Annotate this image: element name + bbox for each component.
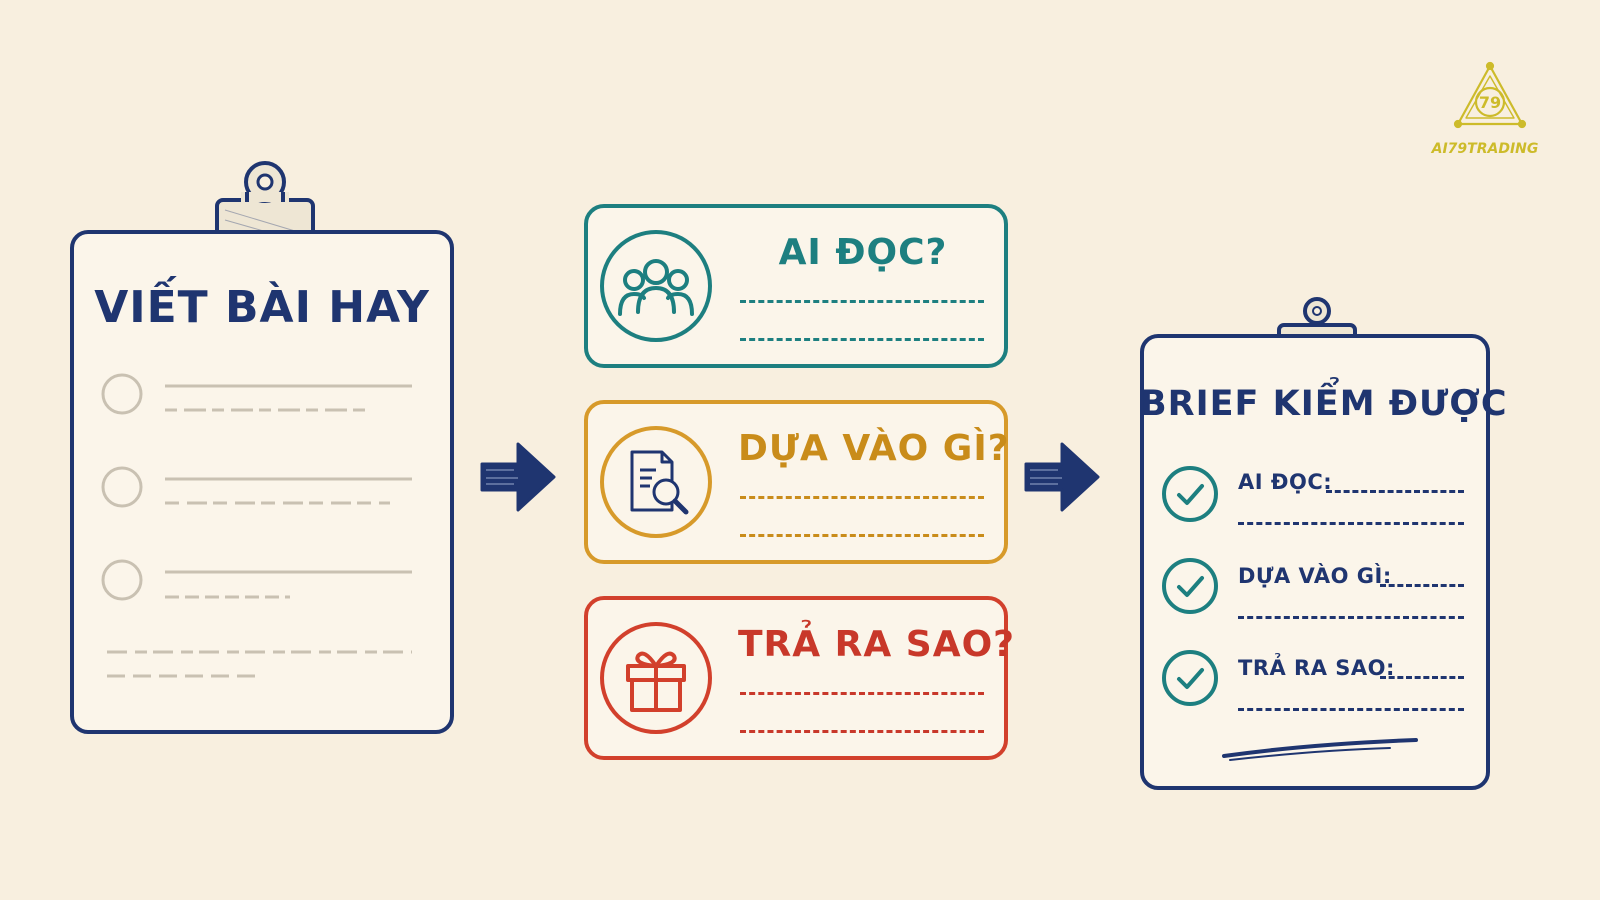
logo-text: AI79TRADING [1431,141,1539,157]
answer-blank [1380,584,1464,587]
brief-clipboard-title: BRIEF KIỂM ĐƯỢC [1140,384,1508,424]
signature-stroke [1229,747,1391,761]
answer-blank [1380,676,1464,679]
checkmark-icon [1162,466,1218,522]
answer-blank [740,730,984,733]
arrow-right-icon [480,442,556,512]
answer-blank [1238,708,1464,711]
gift-icon [600,622,712,734]
answer-blank [740,496,984,499]
question-card-based-on: DỰA VÀO GÌ? [584,400,1010,564]
people-group-icon [600,230,712,342]
answer-blank [740,534,984,537]
question-card-who-reads: AI ĐỌC? [584,204,1008,368]
answer-blank [740,692,984,695]
answer-blank [740,300,984,303]
empty-checkbox-icon [101,559,143,601]
question-card-output: TRẢ RA SAO? [584,596,1016,760]
signature-underline [1222,738,1418,761]
question-label-output: TRẢ RA SAO? [738,624,1016,665]
checkmark-icon [1162,650,1218,706]
brief-item-label: AI ĐỌC: [1238,470,1333,494]
left-checklist [101,373,412,678]
arrow-right-icon [1024,442,1100,512]
answer-blank [1238,522,1464,525]
logo-badge: 79 [1479,93,1501,112]
brief-item-label: TRẢ RA SAO: [1238,656,1395,680]
answer-blank [740,338,984,341]
question-label-who-reads: AI ĐỌC? [778,232,948,273]
left-clipboard-board [70,230,454,734]
answer-blank [1326,490,1464,493]
document-search-icon [600,426,712,538]
empty-checkbox-icon [101,466,143,508]
question-label-based-on: DỰA VÀO GÌ? [738,428,1010,469]
checkmark-icon [1162,558,1218,614]
brief-item-label: DỰA VÀO GÌ: [1238,564,1392,588]
signature-stroke [1222,738,1418,758]
left-clipboard-title: VIẾT BÀI HAY [94,282,430,333]
empty-checkbox-icon [101,373,143,415]
answer-blank [1238,616,1464,619]
ai79trading-logo-icon: 79 [1453,61,1527,129]
